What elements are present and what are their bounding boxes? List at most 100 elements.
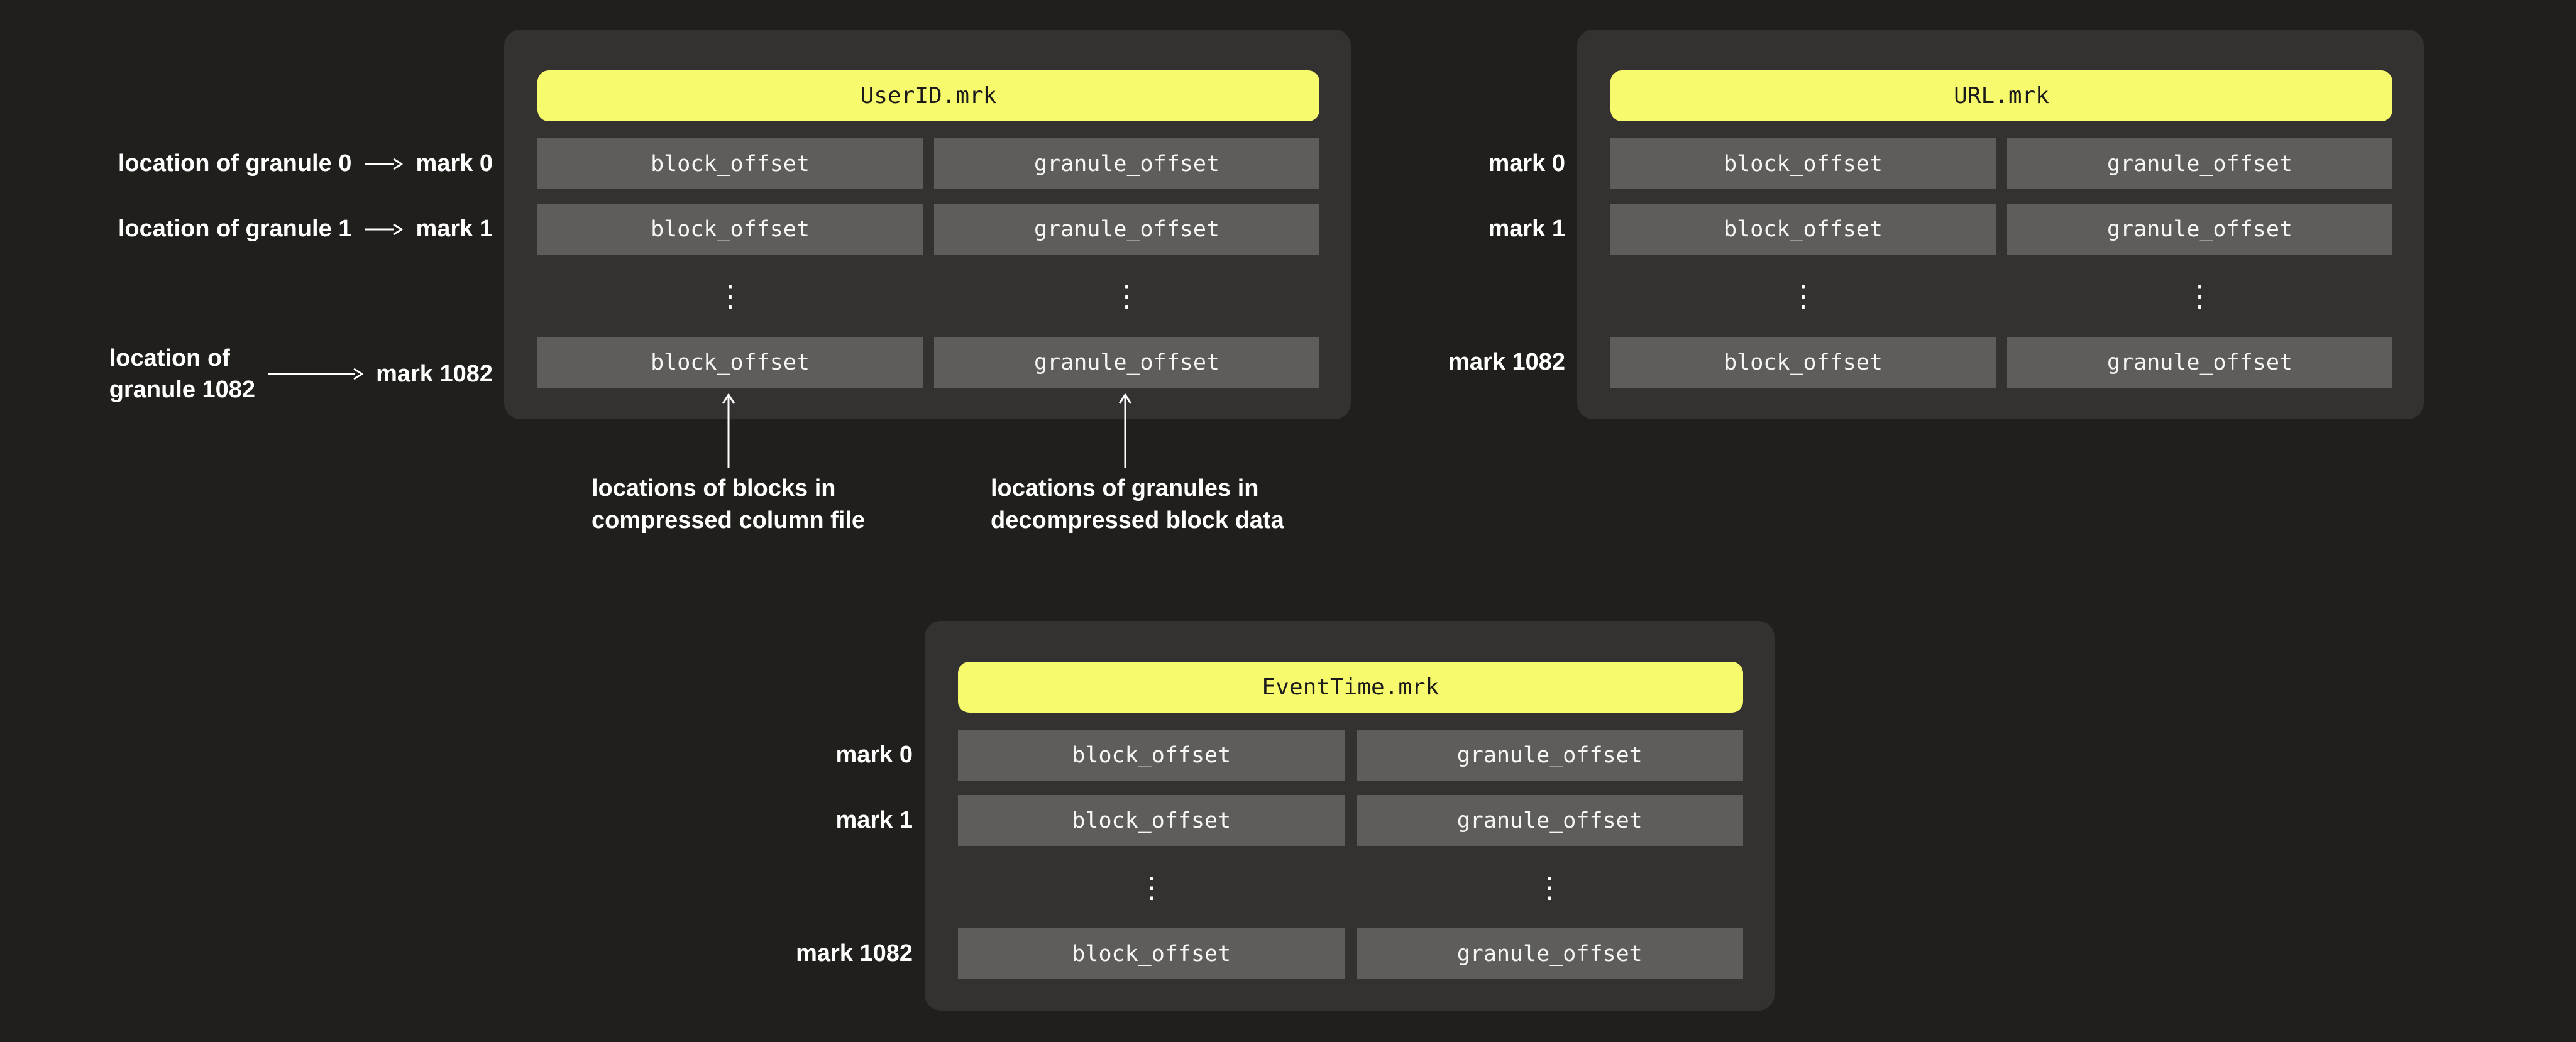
location-text: location of granule 0 <box>118 150 352 177</box>
granule-offset-cell: granule_offset <box>934 204 1319 255</box>
location-text-line-1: location of <box>109 345 230 371</box>
eventtime-mrk-panel: EventTime.mrk block_offset granule_offse… <box>925 621 1775 1011</box>
mark-row-1: block_offset granule_offset <box>537 204 1319 255</box>
url-mrk-panel: URL.mrk block_offset granule_offset bloc… <box>1577 30 2424 419</box>
mark-row-1082: block_offset granule_offset <box>537 337 1319 388</box>
arrow-up-icon <box>722 393 735 468</box>
granule-offset-note: locations of granules in decompressed bl… <box>991 473 1284 537</box>
block-offset-label: block_offset <box>651 216 810 242</box>
block-offset-cell: block_offset <box>1610 337 1996 388</box>
ellipsis-row: ⋮ ⋮ <box>537 269 1319 322</box>
userid-mrk-title: UserID.mrk <box>860 83 997 109</box>
mark-row-0: block_offset granule_offset <box>1610 138 2392 189</box>
url-mrk-rows: block_offset granule_offset block_offset… <box>1610 138 2392 388</box>
mark-label: mark 1 <box>1488 216 1565 242</box>
granule-0-location-annotation: location of granule 0 mark 0 <box>118 138 493 189</box>
block-offset-label: block_offset <box>1724 349 1883 375</box>
granule-1082-location-annotation: location of granule 1082 mark 1082 <box>109 339 493 409</box>
vertical-ellipsis: ⋮ <box>2185 278 2215 313</box>
vertical-ellipsis: ⋮ <box>1535 870 1565 904</box>
arrow-right-icon <box>268 368 363 380</box>
userid-mrk-panel: UserID.mrk block_offset granule_offset b… <box>504 30 1351 419</box>
url-mark-0-label: mark 0 <box>1488 138 1565 189</box>
vertical-ellipsis: ⋮ <box>715 278 745 313</box>
granule-offset-label: granule_offset <box>1033 151 1219 177</box>
granule-offset-label: granule_offset <box>1456 808 1643 833</box>
block-offset-cell: block_offset <box>958 795 1345 846</box>
mark-row-1: block_offset granule_offset <box>958 795 1743 846</box>
granule-offset-cell: granule_offset <box>934 337 1319 388</box>
granule-1-location-annotation: location of granule 1 mark 1 <box>118 204 493 255</box>
granule-offset-label: granule_offset <box>1033 216 1219 242</box>
url-mark-1-label: mark 1 <box>1488 204 1565 255</box>
granule-offset-cell: granule_offset <box>2007 204 2392 255</box>
mark-row-1082: block_offset granule_offset <box>958 928 1743 979</box>
eventtime-mrk-title: EventTime.mrk <box>1262 674 1439 700</box>
vertical-ellipsis: ⋮ <box>1112 278 1142 313</box>
granule-offset-label: granule_offset <box>1033 349 1219 375</box>
mark-label: mark 0 <box>1488 150 1565 177</box>
note-line-1: locations of granules in <box>991 475 1259 502</box>
granule-offset-cell: granule_offset <box>1356 795 1743 846</box>
eventtime-mrk-rows: block_offset granule_offset block_offset… <box>958 730 1743 979</box>
ellipsis-row: ⋮ ⋮ <box>958 860 1743 914</box>
granule-offset-cell: granule_offset <box>1356 730 1743 781</box>
url-mark-1082-label: mark 1082 <box>1448 337 1565 388</box>
arrow-up-icon <box>1118 393 1132 468</box>
granule-offset-cell: granule_offset <box>2007 337 2392 388</box>
mark-label: mark 1082 <box>1448 349 1565 375</box>
url-mrk-title: URL.mrk <box>1954 83 2049 109</box>
arrow-right-icon <box>365 223 403 235</box>
ellipsis-row: ⋮ ⋮ <box>1610 269 2392 322</box>
granule-offset-cell: granule_offset <box>2007 138 2392 189</box>
granule-offset-label: granule_offset <box>2106 349 2293 375</box>
eventtime-mark-1082-label: mark 1082 <box>796 928 913 979</box>
block-offset-label: block_offset <box>1072 941 1231 967</box>
eventtime-mark-0-label: mark 0 <box>835 730 913 781</box>
eventtime-mark-1-label: mark 1 <box>835 795 913 846</box>
mark-label: mark 0 <box>416 150 493 177</box>
block-offset-label: block_offset <box>1724 151 1883 177</box>
location-text: location of granule 1 <box>118 216 352 242</box>
block-offset-cell: block_offset <box>958 730 1345 781</box>
mark-row-0: block_offset granule_offset <box>958 730 1743 781</box>
block-offset-label: block_offset <box>1724 216 1883 242</box>
location-text-line-2: granule 1082 <box>109 376 256 403</box>
location-text: location of granule 1082 <box>109 343 255 405</box>
block-offset-label: block_offset <box>1072 742 1231 768</box>
mark-label: mark 1 <box>416 216 493 242</box>
block-offset-cell: block_offset <box>1610 204 1996 255</box>
block-offset-label: block_offset <box>1072 808 1231 833</box>
granule-offset-label: granule_offset <box>2106 216 2293 242</box>
mark-row-0: block_offset granule_offset <box>537 138 1319 189</box>
mark-label: mark 1082 <box>376 360 493 387</box>
block-offset-cell: block_offset <box>958 928 1345 979</box>
mark-row-1082: block_offset granule_offset <box>1610 337 2392 388</box>
note-line-1: locations of blocks in <box>592 475 836 502</box>
note-line-2: compressed column file <box>592 507 866 534</box>
block-offset-cell: block_offset <box>537 337 923 388</box>
mark-label: mark 1082 <box>796 940 913 967</box>
block-offset-cell: block_offset <box>1610 138 1996 189</box>
mark-row-1: block_offset granule_offset <box>1610 204 2392 255</box>
block-offset-label: block_offset <box>651 349 810 375</box>
granule-offset-label: granule_offset <box>1456 742 1643 768</box>
mark-label: mark 0 <box>835 742 913 768</box>
granule-offset-cell: granule_offset <box>1356 928 1743 979</box>
vertical-ellipsis: ⋮ <box>1788 278 1818 313</box>
url-mrk-title-badge: URL.mrk <box>1610 70 2392 121</box>
block-offset-note: locations of blocks in compressed column… <box>592 473 865 537</box>
note-line-2: decompressed block data <box>991 507 1284 534</box>
block-offset-cell: block_offset <box>537 204 923 255</box>
block-offset-label: block_offset <box>651 151 810 177</box>
userid-mrk-rows: block_offset granule_offset block_offset… <box>537 138 1319 388</box>
granule-offset-cell: granule_offset <box>934 138 1319 189</box>
granule-offset-label: granule_offset <box>2106 151 2293 177</box>
eventtime-mrk-title-badge: EventTime.mrk <box>958 662 1743 713</box>
arrow-right-icon <box>365 158 403 170</box>
userid-mrk-title-badge: UserID.mrk <box>537 70 1319 121</box>
mark-label: mark 1 <box>835 807 913 833</box>
granule-offset-label: granule_offset <box>1456 941 1643 967</box>
vertical-ellipsis: ⋮ <box>1137 870 1166 904</box>
